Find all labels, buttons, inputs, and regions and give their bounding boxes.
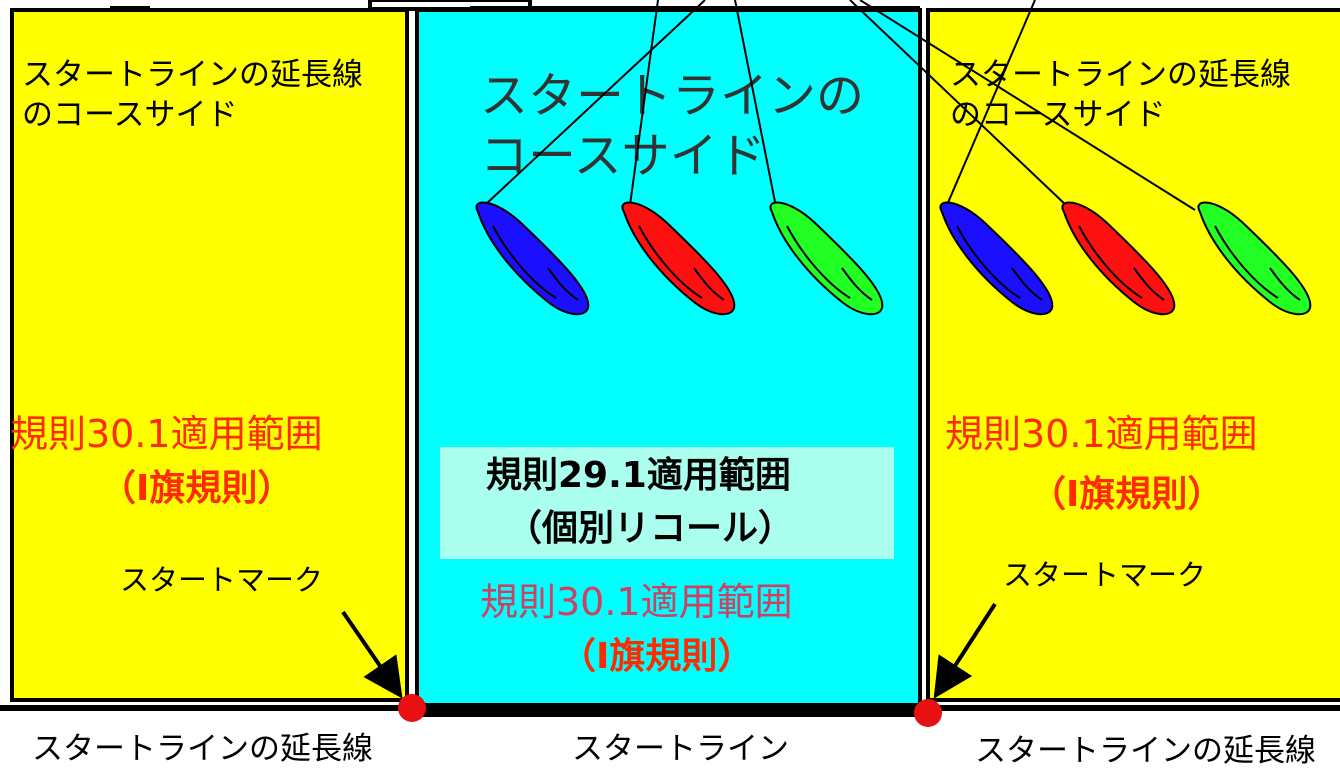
center-rule-29-line2: （個別リコール） [506,508,794,549]
boat-green-center [769,201,884,316]
bottom-right-label: スタートラインの延長線 [975,733,1316,769]
center-rule-30-text: 規則30.1適用範囲 [480,580,793,624]
center-zone-label: スタートラインの コースサイド [480,68,879,184]
boats-center [475,201,884,316]
boat-green-right [1197,201,1312,316]
left-start-mark-arrow [341,610,403,699]
right-zone-label-line1: スタートラインの延長線 [950,57,1291,93]
boat-blue-center [475,201,590,316]
center-rule-29-text: 規則29.1適用範囲 （個別リコール） [486,455,803,549]
center-zone [415,8,922,707]
left-zone-label: スタートラインの延長線 のコースサイド [22,57,373,133]
bottom-left-label: スタートラインの延長線 [32,731,373,767]
center-zone-label-line1: スタートラインの [480,68,864,124]
center-rule-29-line1: 規則29.1適用範囲 [486,455,791,496]
right-start-mark [914,699,942,727]
right-zone-label-line2: のコースサイド [950,97,1165,133]
left-start-mark [398,694,426,722]
right-flag-text: （I旗規則） [1030,474,1223,515]
left-zone [10,8,409,702]
boats-right [939,201,1312,316]
left-zone-label-line2: のコースサイド [22,97,237,133]
center-zone-label-line2: コースサイド [480,128,766,184]
left-zone-label-line1: スタートラインの延長線 [22,57,363,93]
left-rule-30-text: 規則30.1適用範囲 [10,412,323,456]
left-start-mark-label: スタートマーク [120,563,323,597]
bottom-center-label: スタートライン [572,731,789,767]
boat-red-center [621,201,736,316]
boat-blue-right [939,201,1054,316]
center-flag-text: （I旗規則） [560,636,753,677]
right-start-mark-arrow [933,602,997,699]
left-flag-text: （I旗規則） [100,468,293,509]
boat-tether-lines [484,0,1196,211]
rule-29-box [440,447,894,559]
right-zone [926,8,1340,702]
boat-red-right [1061,201,1176,316]
right-rule-30-text: 規則30.1適用範囲 [945,412,1258,456]
right-start-mark-label: スタートマーク [1003,558,1206,592]
